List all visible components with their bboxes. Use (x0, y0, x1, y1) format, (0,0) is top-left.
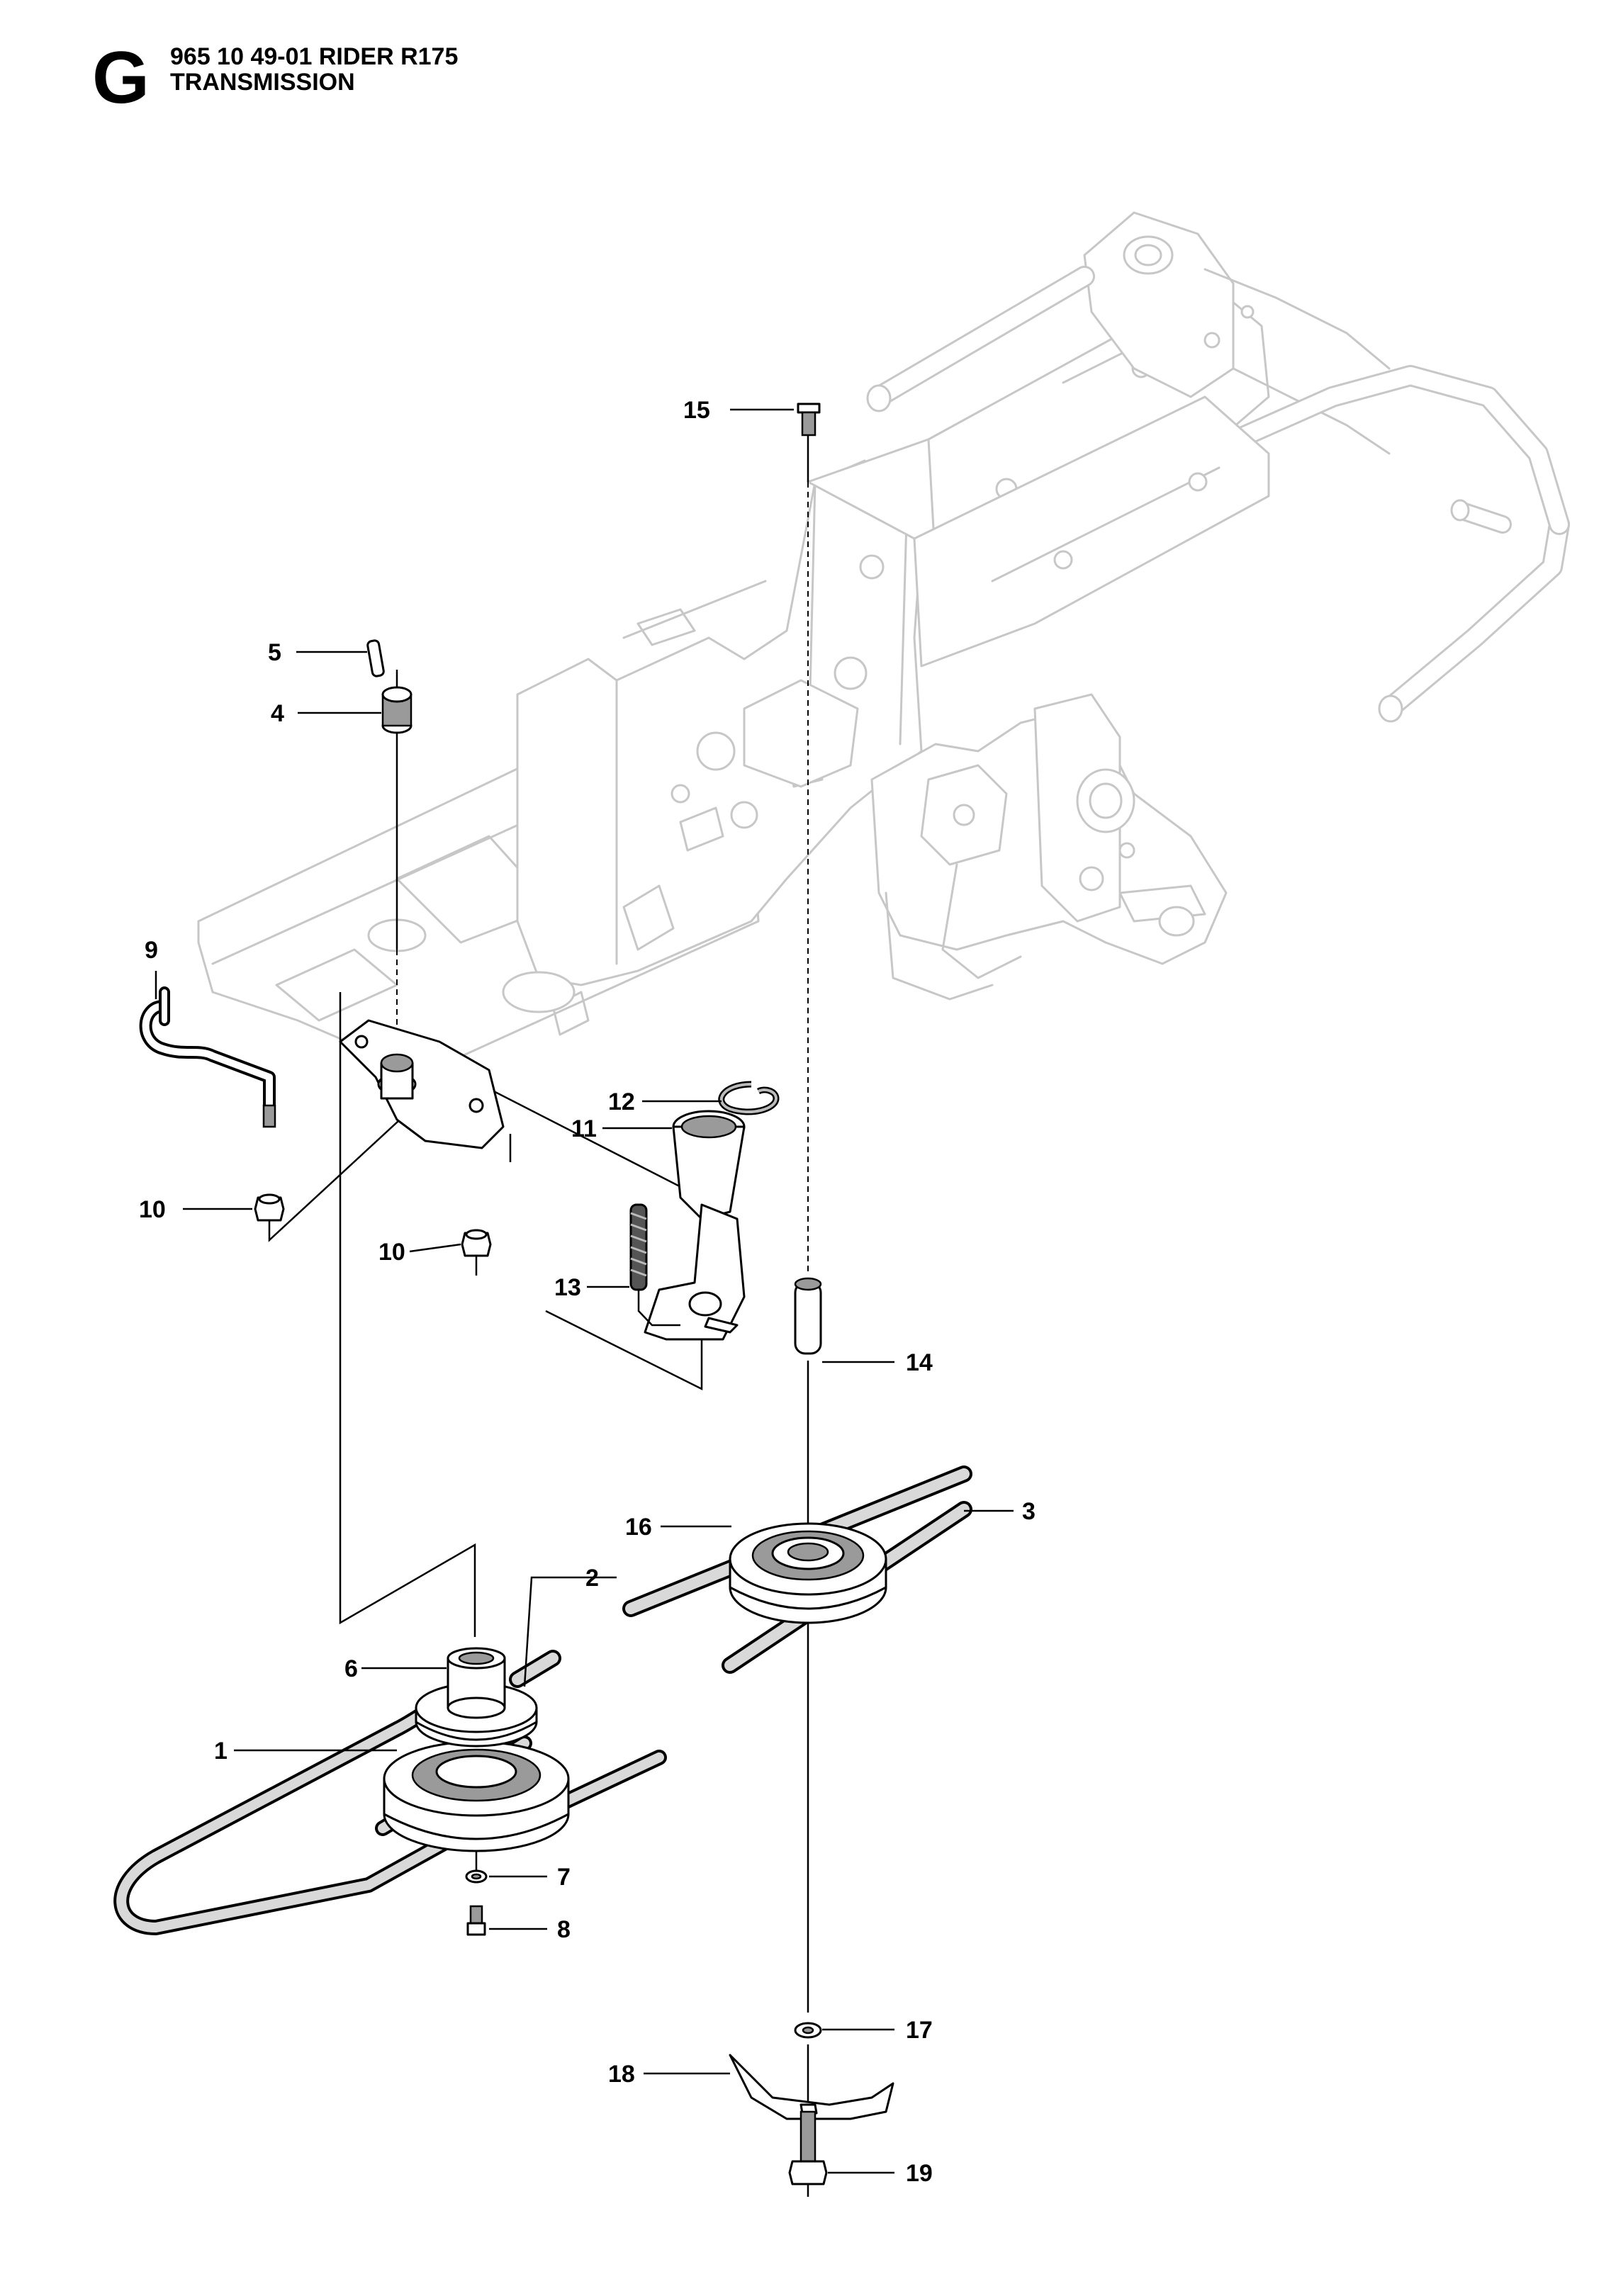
callout-2: 2 (585, 1565, 599, 1592)
callout-labels: 15 5 4 9 10 10 12 11 13 14 16 3 2 6 1 7 … (139, 397, 1036, 2187)
callout-9: 9 (145, 937, 158, 964)
callout-13: 13 (554, 1274, 581, 1301)
part-12-circlip (718, 1081, 780, 1115)
callout-19: 19 (906, 2160, 933, 2187)
callout-16: 16 (625, 1514, 652, 1541)
callout-6: 6 (344, 1655, 358, 1682)
callout-10-middle: 10 (378, 1239, 405, 1266)
part-16-idler-pulley (729, 1522, 887, 1624)
part-11-idler-arm (644, 1110, 746, 1341)
part-17-washer (794, 2022, 822, 2039)
callout-10-left: 10 (139, 1196, 166, 1223)
model-title: 965 10 49-01 RIDER R175 (170, 43, 459, 70)
part-19-bolt (788, 2110, 828, 2185)
part-4-spacer (381, 686, 413, 734)
part-6-drive-pulley (383, 1647, 570, 1852)
part-14-bushing (794, 1277, 822, 1355)
callout-5: 5 (268, 639, 281, 666)
section-letter: G (92, 37, 150, 119)
idler-bracket-plate (339, 1019, 505, 1149)
section-title: TRANSMISSION (170, 69, 355, 96)
diagram-header: G 965 10 49-01 RIDER R175 TRANSMISSION (92, 41, 730, 126)
callout-4: 4 (271, 700, 284, 727)
part-5-pin (366, 639, 385, 677)
callout-8: 8 (557, 1916, 571, 1943)
chassis-frame-illustration (197, 211, 1570, 1064)
part-13-spring (629, 1203, 680, 1327)
leader-lines (155, 408, 1014, 2174)
callout-1: 1 (214, 1738, 228, 1765)
callout-15: 15 (683, 397, 710, 424)
part-9-bent-rod (139, 986, 276, 1128)
part-10-nut-middle (461, 1229, 492, 1276)
callout-14: 14 (906, 1349, 933, 1376)
part-10-nut-left (254, 1193, 285, 1222)
callout-3: 3 (1022, 1498, 1036, 1525)
part-7-washer (465, 1869, 488, 1884)
part-2-belt (509, 1650, 561, 1688)
callout-7: 7 (557, 1864, 571, 1891)
part-8-bolt (466, 1905, 486, 1936)
part-15-bolt (797, 403, 821, 437)
callout-18: 18 (608, 2061, 635, 2088)
callout-11: 11 (571, 1115, 597, 1142)
part-18-bracket (729, 2054, 894, 2120)
callout-12: 12 (608, 1088, 635, 1115)
callout-17: 17 (906, 2017, 933, 2044)
